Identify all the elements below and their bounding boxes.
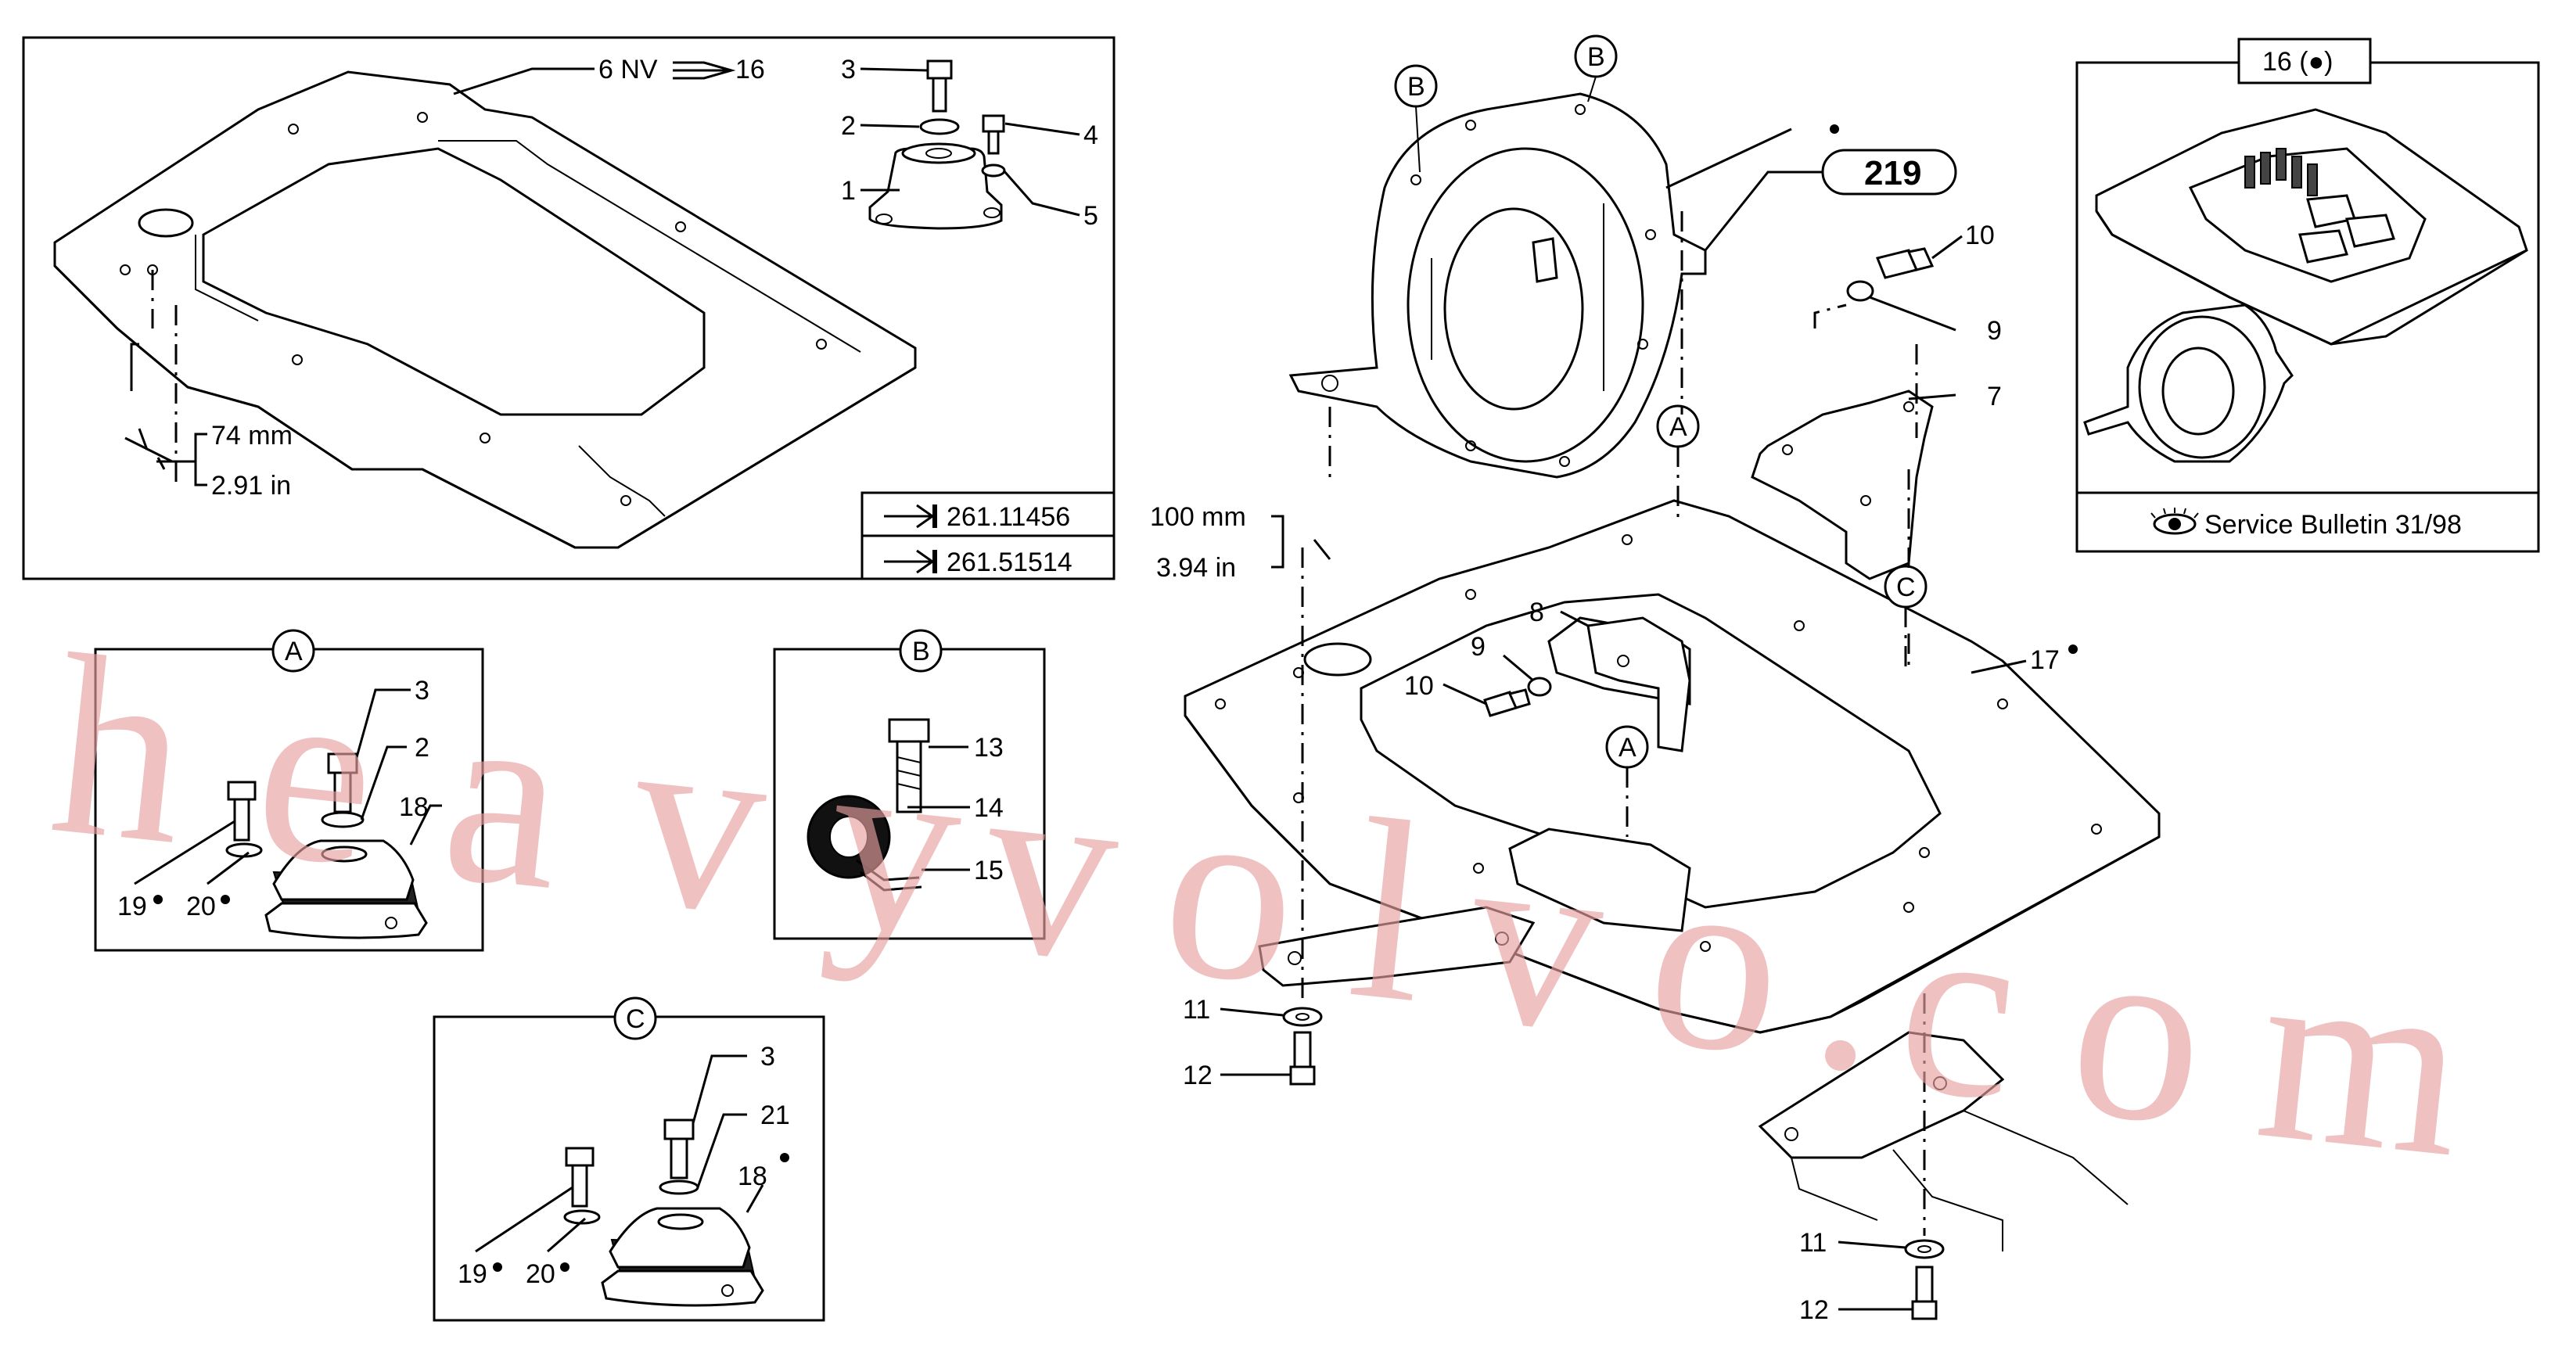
callout-14-b: 14 xyxy=(974,793,1004,823)
reference-box: 261.11456 261.51514 xyxy=(860,491,1116,580)
callout-11-right: 11 xyxy=(1799,1228,1827,1258)
svg-text:h: h xyxy=(41,601,199,899)
callout-3-top: 3 xyxy=(841,55,856,84)
dim-74mm-label: 74 mm xyxy=(211,421,293,451)
svg-text:o: o xyxy=(2059,883,2217,1180)
frame-detail-panel xyxy=(22,36,1116,580)
callout-17: 17 xyxy=(2030,645,2060,675)
bullet-dot-icon xyxy=(221,895,230,904)
callout-9-top: 9 xyxy=(1987,316,2002,346)
callout-19-c: 19 xyxy=(458,1259,487,1289)
flywheel-housing-drawing xyxy=(1288,92,1707,479)
detail-c-mount-drawing xyxy=(563,1118,764,1307)
callout-2-a: 2 xyxy=(415,733,429,763)
callout-5-top: 5 xyxy=(1083,201,1098,231)
reference-261-51514: 261.51514 xyxy=(947,548,1072,577)
bolt-10-top-drawing xyxy=(1846,247,1935,302)
detail-a-badge xyxy=(271,629,315,673)
bolt-11-12-right-drawing xyxy=(1904,1239,1945,1320)
callout-16: 16 xyxy=(735,55,765,84)
detail-a-mount-drawing xyxy=(225,752,428,939)
detail-a-label-main-2: A xyxy=(1619,733,1636,763)
dimension-100mm: 100 mm 3.94 in xyxy=(1150,502,1331,583)
engine-frame-drawing xyxy=(53,70,917,549)
detail-a-label: A xyxy=(285,637,303,666)
detail-a-label-main-1: A xyxy=(1669,412,1687,442)
callout-21-c: 21 xyxy=(760,1100,790,1130)
callout-12-right: 12 xyxy=(1799,1295,1829,1325)
bullet-dot-icon xyxy=(153,895,163,904)
callout-20-c: 20 xyxy=(526,1259,555,1289)
callout-20-a: 20 xyxy=(186,892,216,921)
callout-19-a: 19 xyxy=(117,892,147,921)
callout-18-c: 18 xyxy=(738,1162,767,1191)
arrow-to-bar-icon xyxy=(884,549,935,574)
callout-9-mid: 9 xyxy=(1471,632,1486,662)
arrow-to-bar-icon xyxy=(884,504,935,529)
bracket-8-drawing xyxy=(1586,616,1691,752)
dim-100mm-label: 100 mm xyxy=(1150,502,1246,532)
inset-title-box xyxy=(2237,38,2372,84)
svg-text:o: o xyxy=(1636,813,1795,1110)
callout-1-top: 1 xyxy=(841,176,856,206)
detail-c-badge xyxy=(613,996,657,1040)
callout-11-left: 11 xyxy=(1183,995,1210,1025)
reference-261-11456: 261.11456 xyxy=(947,502,1070,532)
support-frame-drawing xyxy=(1258,906,2129,1251)
callout-4-top: 4 xyxy=(1083,120,1098,150)
inset-assembly-drawing xyxy=(2083,108,2528,463)
callout-6: 6 NV xyxy=(598,55,658,84)
group-219-label: 219 xyxy=(1864,154,1921,192)
callout-13-b: 13 xyxy=(974,733,1004,763)
service-bulletin-label: Service Bulletin 31/98 xyxy=(2204,510,2462,540)
dim-394in-label: 3.94 in xyxy=(1156,553,1236,583)
svg-text:o: o xyxy=(1151,742,1310,1039)
bullet-dot-icon xyxy=(1830,124,1839,134)
callout-10-mid: 10 xyxy=(1404,671,1434,701)
dim-291in-label: 2.91 in xyxy=(211,471,291,501)
bolt-10-mid-drawing xyxy=(1483,677,1552,717)
callout-7: 7 xyxy=(1987,382,2002,411)
svg-text:v: v xyxy=(972,719,1130,1016)
svg-text:a: a xyxy=(432,648,576,944)
detail-b-label-main-1: B xyxy=(1407,72,1425,102)
bolt-11-12-left-drawing xyxy=(1282,1007,1323,1086)
callout-3-c: 3 xyxy=(760,1042,775,1072)
callout-15-b: 15 xyxy=(974,856,1004,885)
callout-2-top: 2 xyxy=(841,111,856,141)
callout-3-a: 3 xyxy=(415,676,429,706)
bullet-dot-icon xyxy=(493,1262,502,1272)
callout-18-a: 18 xyxy=(399,792,429,822)
svg-text:y: y xyxy=(815,695,973,993)
mount-small-drawing xyxy=(868,59,1006,230)
arrow-to-bar-icon-bar xyxy=(932,550,937,573)
detail-b-badge xyxy=(899,629,943,673)
detail-b-bolt-drawing xyxy=(807,718,930,892)
callout-10-top: 10 xyxy=(1965,221,1995,250)
inset-title: 16 (●) xyxy=(2262,47,2333,77)
detail-c-label: C xyxy=(626,1004,645,1034)
detail-b-label-main-2: B xyxy=(1587,42,1605,72)
group-219-badge xyxy=(1821,149,1957,196)
dimension-74mm: 74 mm 2.91 in xyxy=(124,421,293,501)
callout-12-left: 12 xyxy=(1183,1061,1213,1090)
svg-text:v: v xyxy=(620,672,778,969)
callout-8: 8 xyxy=(1529,598,1544,627)
arrow-to-bar-icon-bar xyxy=(932,504,937,528)
bullet-dot-icon xyxy=(780,1153,789,1162)
bullet-dot-icon xyxy=(2068,644,2078,654)
svg-text:m: m xyxy=(2247,907,2476,1212)
svg-text:v: v xyxy=(1457,789,1615,1086)
bullet-dot-icon xyxy=(560,1262,569,1272)
eye-icon xyxy=(2150,508,2199,535)
detail-b-label: B xyxy=(912,637,930,666)
detail-c-label-main: C xyxy=(1896,573,1916,602)
